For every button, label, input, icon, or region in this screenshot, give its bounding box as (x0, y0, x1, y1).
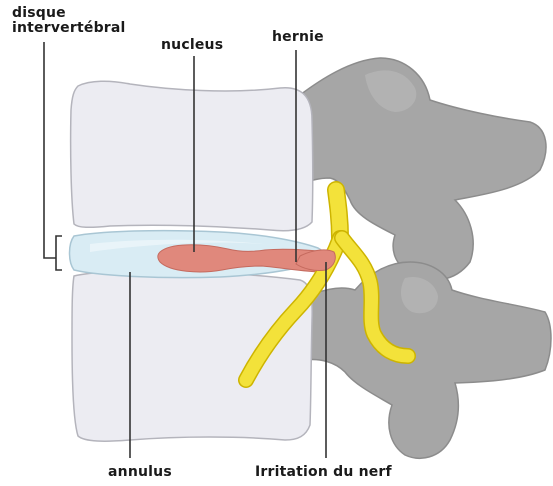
disque-label-line1: disque (12, 6, 66, 21)
lower-vertebral-body (72, 271, 312, 441)
annulus-label: annulus (108, 465, 172, 480)
disque-bracket (56, 236, 62, 270)
irritation-label: Irritation du nerf (255, 465, 392, 480)
upper-vertebral-body (71, 81, 313, 231)
disque-label-line2: intervertébral (12, 21, 126, 36)
disque-leader-line (44, 42, 56, 258)
nucleus-label: nucleus (161, 38, 223, 53)
hernie-label: hernie (272, 30, 324, 45)
